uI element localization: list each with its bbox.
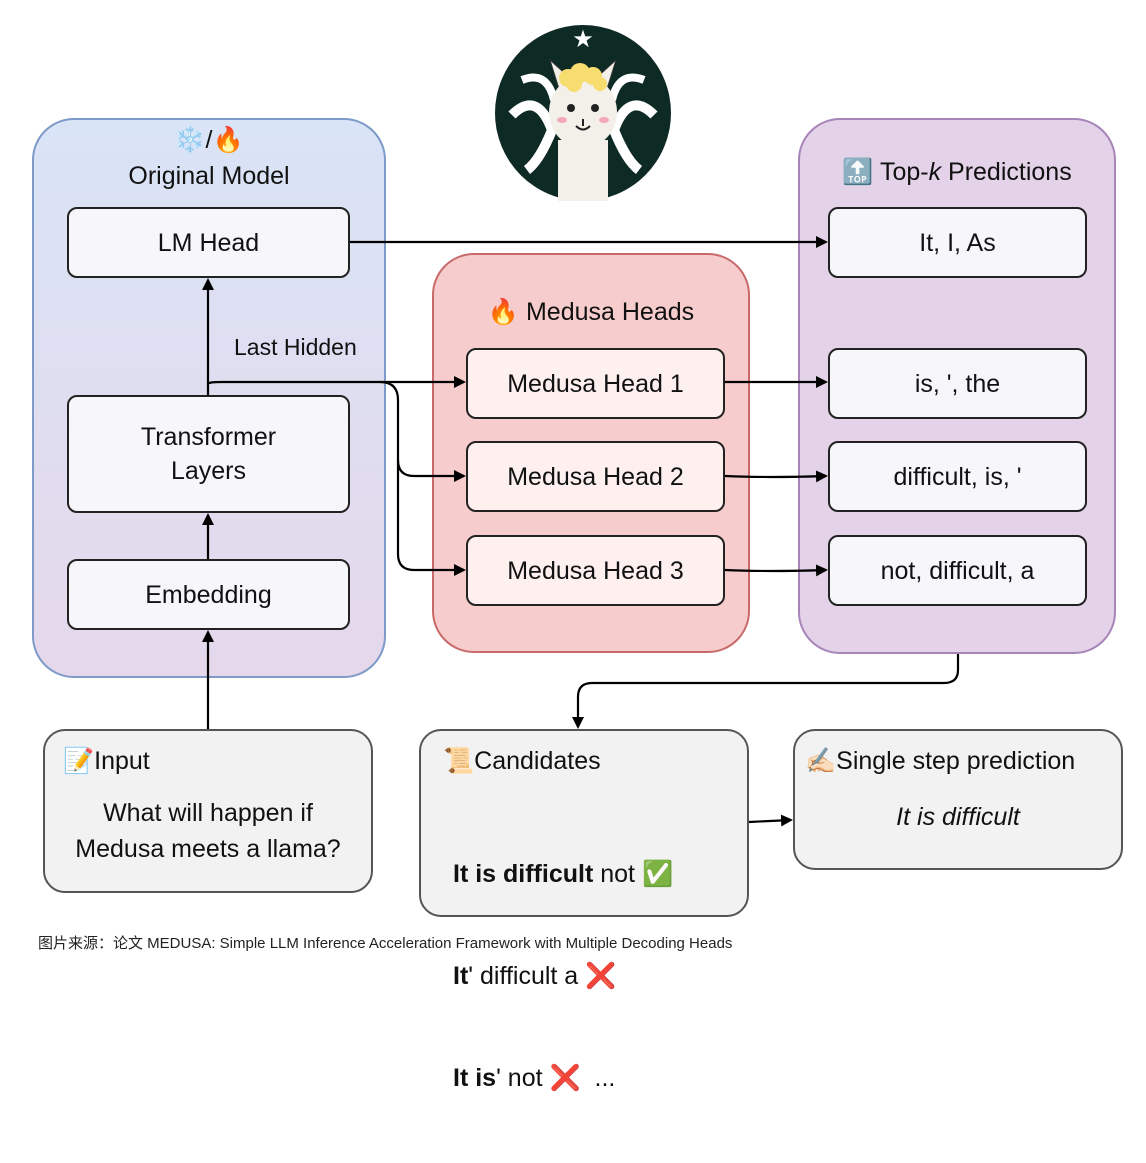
input-line-2: Medusa meets a llama? [75,835,341,863]
medusa-head-1-box: Medusa Head 1 [466,348,725,419]
medusa-heads-label: Medusa Heads [525,298,695,326]
scroll-icon: 📜 [443,747,475,775]
topk-suffix: Predictions [941,158,1072,186]
candidate-2-rest: ' difficult a [468,962,586,990]
candidate-3-rest: ' not [496,1064,550,1092]
topk-row-1: It, I, As [828,207,1087,278]
topk-k: k [928,158,942,186]
transformer-line-2: Layers [170,457,247,485]
last-hidden-label: Last Hidden [234,334,357,360]
input-box: 📝Input What will happen if Medusa meets … [43,729,373,893]
memo-icon: 📝 [63,747,95,775]
input-line-1: What will happen if [103,799,313,827]
cross-icon: ❌ [549,1064,581,1092]
svg-text:★: ★ [572,25,594,53]
topk-prefix: Top- [879,158,929,186]
ellipsis: ... [580,1064,616,1092]
candidate-3-bold: It is [453,1064,497,1092]
medusa-heads-title: 🔥 Medusa Heads [432,296,750,328]
input-header: 📝Input [63,747,150,776]
fire-icon: 🔥 [487,298,520,326]
figure-caption: 图片来源：论文 MEDUSA: Simple LLM Inference Acc… [38,935,733,952]
candidate-1: It is difficult not ✅ [453,857,673,891]
candidate-3: It is' not ❌ ... [453,1061,673,1095]
input-label: Input [94,747,150,775]
candidate-1-rest: not [593,860,642,888]
cross-icon: ❌ [585,962,617,990]
topk-title: 🔝 Top-k Predictions [798,156,1116,188]
single-step-label: Single step prediction [836,747,1076,775]
transformer-layers-box: Transformer Layers [67,395,350,513]
input-text: What will happen if Medusa meets a llama… [45,795,371,867]
candidates-label: Candidates [474,747,601,775]
topk-row-2: is, ', the [828,348,1087,419]
transformer-line-1: Transformer [140,423,277,451]
single-step-text: It is difficult [896,803,1020,831]
candidates-header: 📜Candidates [443,747,601,776]
topk-row-3: difficult, is, ' [828,441,1087,512]
embedding-box: Embedding [67,559,350,630]
lm-head-box: LM Head [67,207,350,278]
snowflake-fire-icon: ❄️/🔥 [174,126,244,154]
topk-row-4: not, difficult, a [828,535,1087,606]
connector-arrows [202,236,960,827]
check-icon: ✅ [641,860,674,888]
candidate-2: It' difficult a ❌ [453,959,673,993]
original-model-title: Original Model [128,162,290,190]
writing-hand-icon: ✍🏻 [805,747,837,775]
candidate-2-bold: It [453,962,469,990]
medusa-llama-logo: ★ [492,20,674,206]
single-step-box: ✍🏻Single step prediction It is difficult [793,729,1123,870]
candidate-1-bold: It is difficult [453,860,594,888]
medusa-head-2-box: Medusa Head 2 [466,441,725,512]
medusa-head-3-box: Medusa Head 3 [466,535,725,606]
single-step-header: ✍🏻Single step prediction [805,747,1075,776]
original-model-icons: ❄️/🔥 [32,124,386,156]
top-icon: 🔝 [842,158,874,186]
